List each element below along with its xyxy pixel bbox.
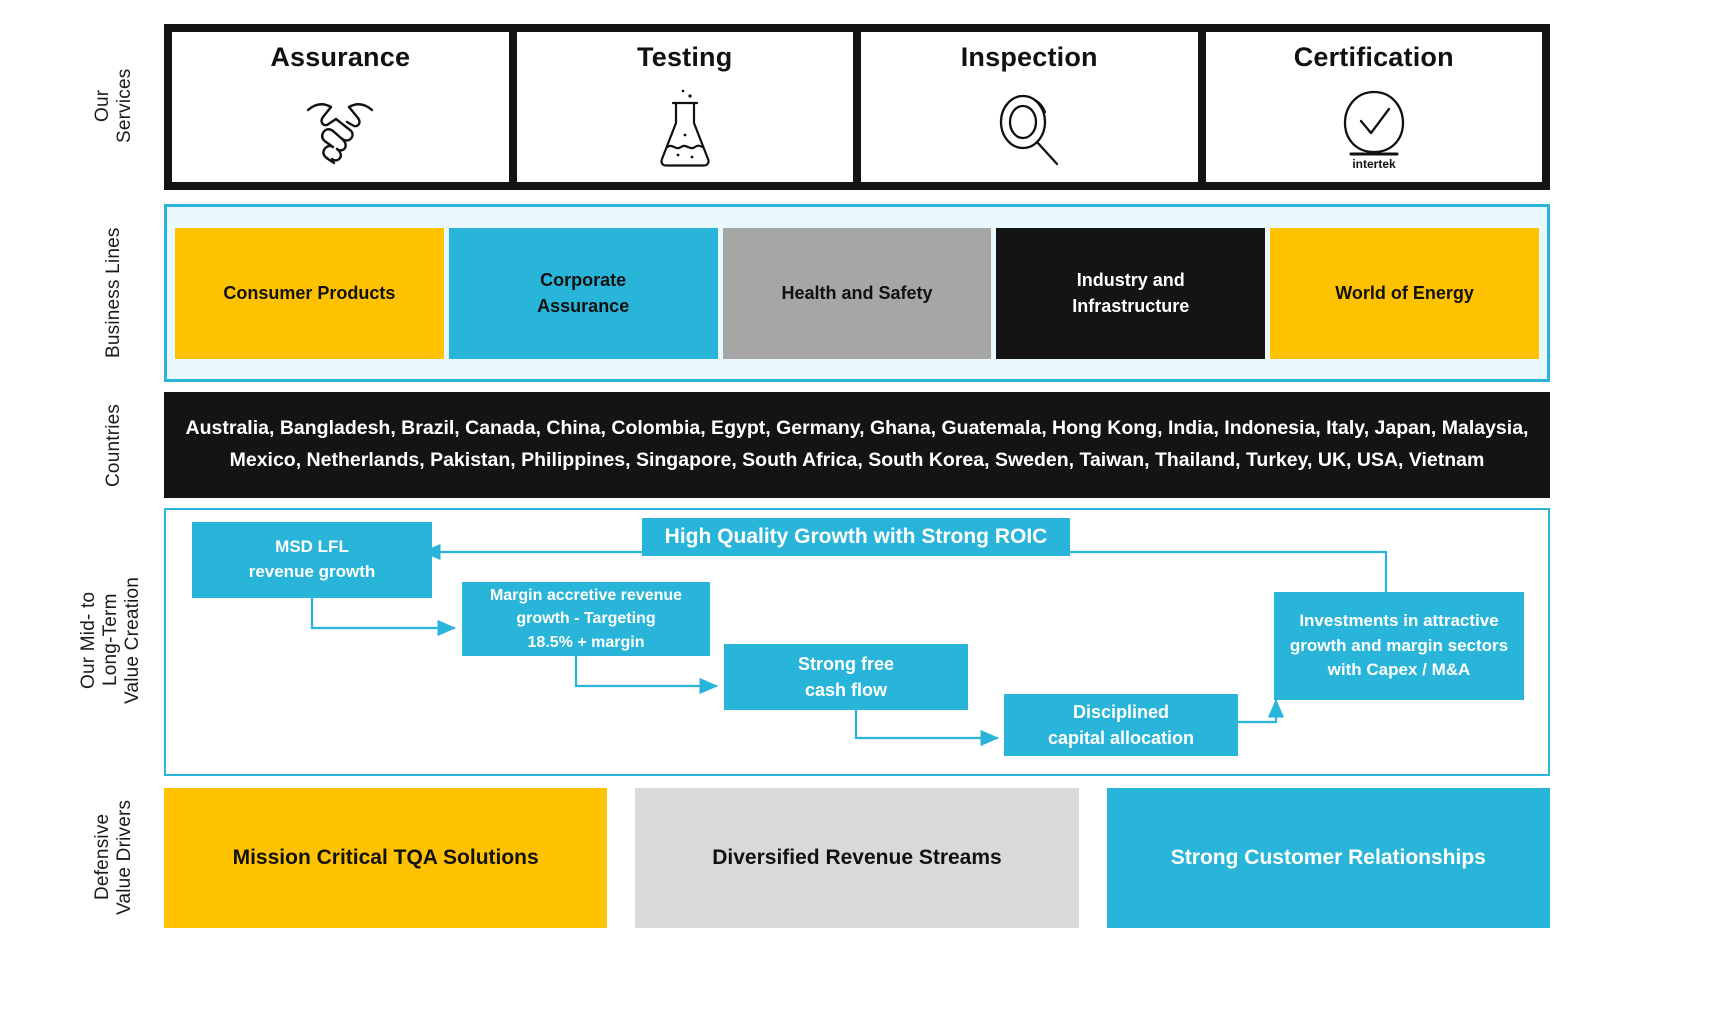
our-services-band: Assurance Testing <box>164 24 1550 190</box>
vc-box-msd-lfl-revenue-growth[interactable]: MSD LFL revenue growth <box>192 522 432 598</box>
vc-box-investments-in-attractive-growth[interactable]: Investments in attractive growth and mar… <box>1274 592 1524 700</box>
defensive-driver-card[interactable]: Strong Customer Relationships <box>1106 788 1550 928</box>
countries-list: Australia, Bangladesh, Brazil, Canada, C… <box>185 417 1529 471</box>
vc-box-margin-accretive-revenue-growth[interactable]: Margin accretive revenue growth - Target… <box>462 582 710 656</box>
business-line-label: Industry and Infrastructure <box>1072 269 1190 316</box>
row-label-our-services: Our Services <box>92 68 135 144</box>
row-label-countries: Countries <box>103 403 125 487</box>
business-line-label: World of Energy <box>1335 282 1474 303</box>
defensive-driver-label: Strong Customer Relationships <box>1170 846 1486 869</box>
svg-text:intertek: intertek <box>1352 157 1396 171</box>
business-line-card[interactable]: World of Energy <box>1270 227 1539 359</box>
service-title: Testing <box>637 42 733 72</box>
service-title: Certification <box>1293 42 1454 72</box>
row-label-business-lines: Business Lines <box>103 227 125 359</box>
value-creation-band: High Quality Growth with Strong ROIC MSD… <box>164 508 1550 776</box>
service-title: Assurance <box>270 42 411 72</box>
business-line-card[interactable]: Industry and Infrastructure <box>996 227 1266 359</box>
business-line-label: Consumer Products <box>223 282 396 303</box>
vc-box-strong-free-cash-flow[interactable]: Strong free cash flow <box>724 644 968 710</box>
row-label-defensive-drivers: Defensive Value Drivers <box>92 799 135 915</box>
defensive-value-drivers-band: Mission Critical TQA Solutions Diversifi… <box>164 788 1550 928</box>
business-line-card[interactable]: Corporate Assurance <box>448 227 718 359</box>
business-line-card[interactable]: Consumer Products <box>175 227 444 359</box>
service-card-assurance[interactable]: Assurance <box>172 32 509 182</box>
service-card-certification[interactable]: Certification intertek <box>1205 32 1543 182</box>
service-title: Inspection <box>960 42 1098 72</box>
service-card-testing[interactable]: Testing <box>516 32 854 182</box>
defensive-driver-label: Diversified Revenue Streams <box>712 846 1002 869</box>
business-lines-band: Consumer Products Corporate Assurance He… <box>164 204 1550 382</box>
business-line-card[interactable]: Health and Safety <box>722 227 992 359</box>
defensive-driver-card[interactable]: Diversified Revenue Streams <box>635 788 1079 928</box>
vc-box-disciplined-capital-allocation[interactable]: Disciplined capital allocation <box>1004 694 1238 756</box>
handshake-icon <box>172 77 509 182</box>
check-circle-icon: intertek <box>1206 77 1543 182</box>
defensive-driver-label: Mission Critical TQA Solutions <box>232 846 539 869</box>
business-line-label: Health and Safety <box>781 282 933 303</box>
magnifier-icon <box>861 77 1198 182</box>
value-creation-banner: High Quality Growth with Strong ROIC <box>642 518 1070 556</box>
countries-band: Australia, Bangladesh, Brazil, Canada, C… <box>164 392 1550 498</box>
defensive-driver-card[interactable]: Mission Critical TQA Solutions <box>164 788 608 928</box>
row-label-value-creation: Our Mid- to Long-Term Value Creation <box>78 576 143 704</box>
flask-icon <box>517 77 854 182</box>
business-line-label: Corporate Assurance <box>537 269 630 316</box>
service-card-inspection[interactable]: Inspection <box>861 32 1198 182</box>
